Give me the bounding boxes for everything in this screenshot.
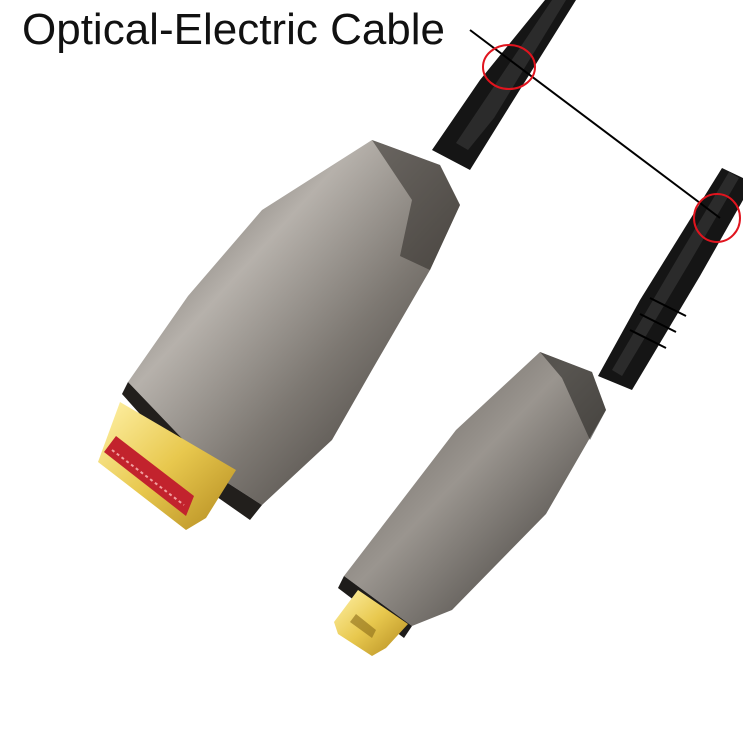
usb-c-cable [598,168,743,390]
usb-c-plug-icon [334,352,606,656]
hdmi-cable [432,0,576,170]
caption-title: Optical-Electric Cable [22,5,446,54]
highlight-ring-top [482,44,536,90]
leader-line [469,29,721,219]
highlight-ring-right [693,193,741,243]
hdmi-plug-icon [98,140,460,530]
